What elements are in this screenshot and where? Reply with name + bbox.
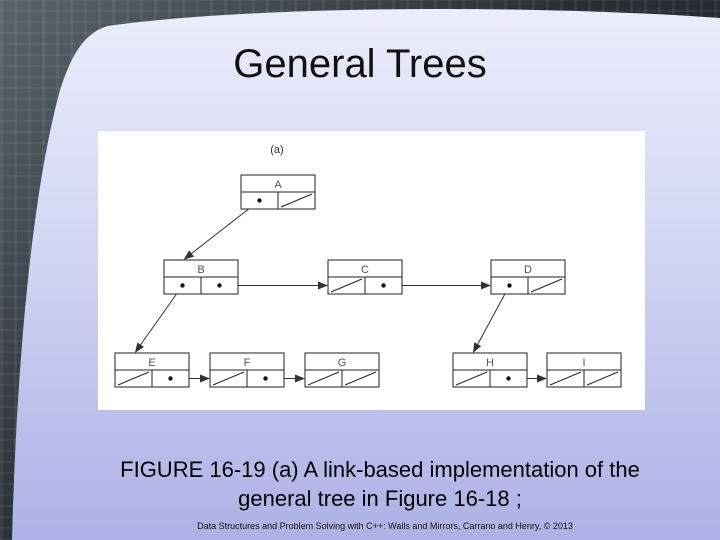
sibling-null-slash bbox=[586, 371, 619, 386]
sibling-pointer-dot bbox=[506, 376, 511, 381]
child-pointer-dot bbox=[180, 283, 185, 288]
child-null-slash bbox=[212, 371, 245, 386]
child-null-slash bbox=[455, 371, 488, 386]
tree-node-g: G bbox=[304, 352, 380, 388]
node-label: I bbox=[582, 357, 585, 369]
node-label: D bbox=[524, 264, 532, 276]
tree-node-e: E bbox=[114, 352, 190, 388]
tree-figure: (a) A B C D E F G H I bbox=[98, 131, 645, 410]
node-label: A bbox=[274, 179, 282, 191]
child-null-slash bbox=[330, 278, 363, 293]
node-label: C bbox=[361, 264, 369, 276]
tree-node-h: H bbox=[452, 352, 528, 388]
slide-title: General Trees bbox=[233, 42, 487, 86]
sibling-null-slash bbox=[530, 278, 563, 293]
node-label: B bbox=[197, 264, 204, 276]
node-label: H bbox=[486, 357, 494, 369]
sibling-pointer-dot bbox=[168, 376, 173, 381]
sibling-pointer-dot bbox=[217, 283, 222, 288]
tree-node-b: B bbox=[163, 259, 239, 295]
caption-line-1: FIGURE 16-19 (a) A link-based implementa… bbox=[120, 457, 640, 482]
tree-node-a: A bbox=[240, 174, 316, 210]
caption-line-2: general tree in Figure 16-18 ; bbox=[238, 486, 522, 511]
child-null-slash bbox=[307, 371, 340, 386]
edge-a-b bbox=[183, 200, 260, 260]
child-null-slash bbox=[549, 371, 582, 386]
sibling-null-slash bbox=[280, 193, 313, 208]
slide-footer: Data Structures and Problem Solving with… bbox=[197, 521, 573, 531]
edge-b-e bbox=[134, 285, 183, 353]
child-null-slash bbox=[117, 371, 150, 386]
figure-caption: FIGURE 16-19 (a) A link-based implementa… bbox=[60, 455, 700, 513]
tree-node-d: D bbox=[490, 259, 566, 295]
tree-node-i: I bbox=[546, 352, 622, 388]
child-pointer-dot bbox=[507, 283, 512, 288]
node-label: E bbox=[148, 357, 155, 369]
tree-node-f: F bbox=[209, 352, 285, 388]
panel-label: (a) bbox=[270, 144, 283, 156]
tree-diagram: (a) A B C D E F G H I bbox=[114, 144, 622, 388]
edge-d-h bbox=[473, 285, 510, 353]
sibling-pointer-dot bbox=[381, 283, 386, 288]
child-pointer-dot bbox=[257, 198, 262, 203]
sibling-pointer-dot bbox=[263, 376, 268, 381]
node-label: G bbox=[338, 357, 347, 369]
node-label: F bbox=[244, 357, 251, 369]
sibling-null-slash bbox=[344, 371, 377, 386]
tree-node-c: C bbox=[327, 259, 403, 295]
